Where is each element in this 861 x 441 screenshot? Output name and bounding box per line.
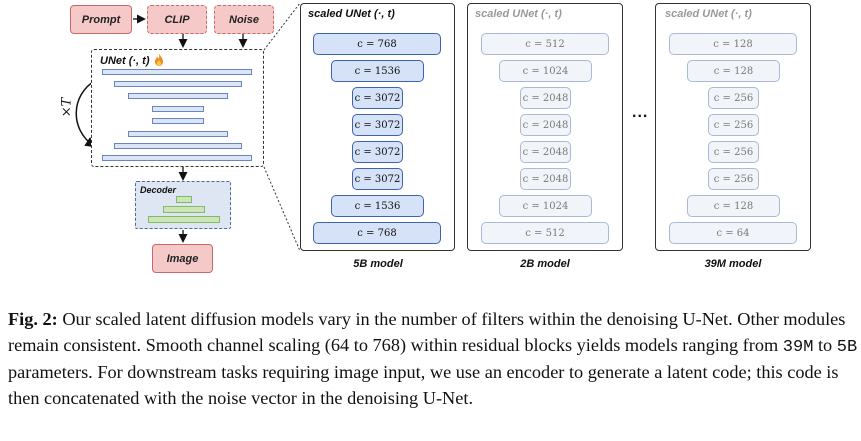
channel-block: c = 128: [669, 33, 797, 55]
channel-block: c = 2048: [520, 114, 571, 136]
channel-block: c = 256: [708, 87, 759, 109]
noise-label: Noise: [229, 13, 259, 26]
channel-block: c = 1536: [331, 60, 424, 82]
channel-block: c = 512: [481, 33, 609, 55]
panel-title: scaled UNet (·, t): [475, 8, 562, 20]
connector-layer: [75, 2, 301, 252]
unet-bar: [102, 69, 252, 75]
channel-block: c = 128: [687, 60, 780, 82]
unet-bar: [102, 155, 252, 161]
channel-block: c = 1536: [331, 195, 424, 217]
decoder-title: Decoder: [140, 185, 176, 195]
decoder-box: Decoder: [135, 181, 231, 229]
channel-block: c = 3072: [352, 87, 403, 109]
channel-block: c = 2048: [520, 168, 571, 190]
ellipsis: ...: [632, 104, 649, 121]
channel-block: c = 3072: [352, 141, 403, 163]
caption-text: to: [813, 334, 837, 355]
image-box: Image: [152, 244, 213, 273]
panel-title-text: scaled UNet (·, t): [665, 8, 752, 20]
channel-block: c = 3072: [352, 114, 403, 136]
caption-text: Our scaled latent diffusion models vary …: [8, 309, 846, 355]
unet-title-text: UNet (·, t): [100, 55, 150, 67]
panel-title: scaled UNet (·, t): [665, 8, 752, 20]
decoder-bar: [148, 216, 220, 223]
channel-block: c = 3072: [352, 168, 403, 190]
unet-bar: [152, 118, 204, 124]
zoom-line-bottom: [263, 166, 301, 252]
model-label: 2B model: [520, 258, 570, 270]
decoder-bar: [163, 206, 205, 213]
repeat-label: ×T: [59, 98, 74, 118]
clip-label: CLIP: [164, 13, 190, 26]
panel-title-text: scaled UNet (·, t): [308, 8, 395, 20]
channel-block: c = 1024: [499, 195, 592, 217]
panel-title-text: scaled UNet (·, t): [475, 8, 562, 20]
channel-block: c = 256: [708, 114, 759, 136]
repeat-label-text: ×T: [59, 97, 75, 118]
channel-block: c = 768: [313, 222, 441, 244]
channel-block: c = 512: [481, 222, 609, 244]
decoder-bar: [176, 196, 192, 203]
unet-bar: [114, 143, 242, 149]
figure-caption: Fig. 2: Our scaled latent diffusion mode…: [8, 307, 858, 411]
unet-title: UNet (·, t): [100, 53, 164, 69]
noise-box: Noise: [214, 5, 274, 34]
decoder-title-text: Decoder: [140, 185, 177, 195]
channel-block: c = 256: [708, 141, 759, 163]
repeat-loop-arrow: [75, 79, 97, 148]
caption-text: parameters. For downstream tasks requiri…: [8, 362, 839, 408]
prompt-label: Prompt: [81, 13, 121, 26]
unet-bar: [114, 81, 242, 87]
fire-icon: [154, 53, 164, 69]
channel-block: c = 2048: [520, 141, 571, 163]
channel-block: c = 64: [669, 222, 797, 244]
unet-bar: [128, 131, 228, 137]
unet-bar: [152, 106, 204, 112]
prompt-box: Prompt: [70, 5, 132, 34]
image-label: Image: [166, 252, 199, 265]
model-label: 39M model: [704, 258, 762, 270]
unet-bar: [128, 93, 228, 99]
unet-box: UNet (·, t): [91, 49, 264, 167]
channel-block: c = 1024: [499, 60, 592, 82]
channel-block: c = 256: [708, 168, 759, 190]
caption-code: 39M: [782, 337, 814, 357]
channel-block: c = 2048: [520, 87, 571, 109]
zoom-line-top: [263, 2, 301, 51]
figure-label: Fig. 2:: [8, 309, 58, 329]
channel-block: c = 128: [687, 195, 780, 217]
clip-box: CLIP: [147, 5, 207, 34]
panel-title: scaled UNet (·, t): [308, 8, 395, 20]
caption-code: 5B: [836, 337, 858, 357]
model-label: 5B model: [353, 258, 403, 270]
channel-block: c = 768: [313, 33, 441, 55]
